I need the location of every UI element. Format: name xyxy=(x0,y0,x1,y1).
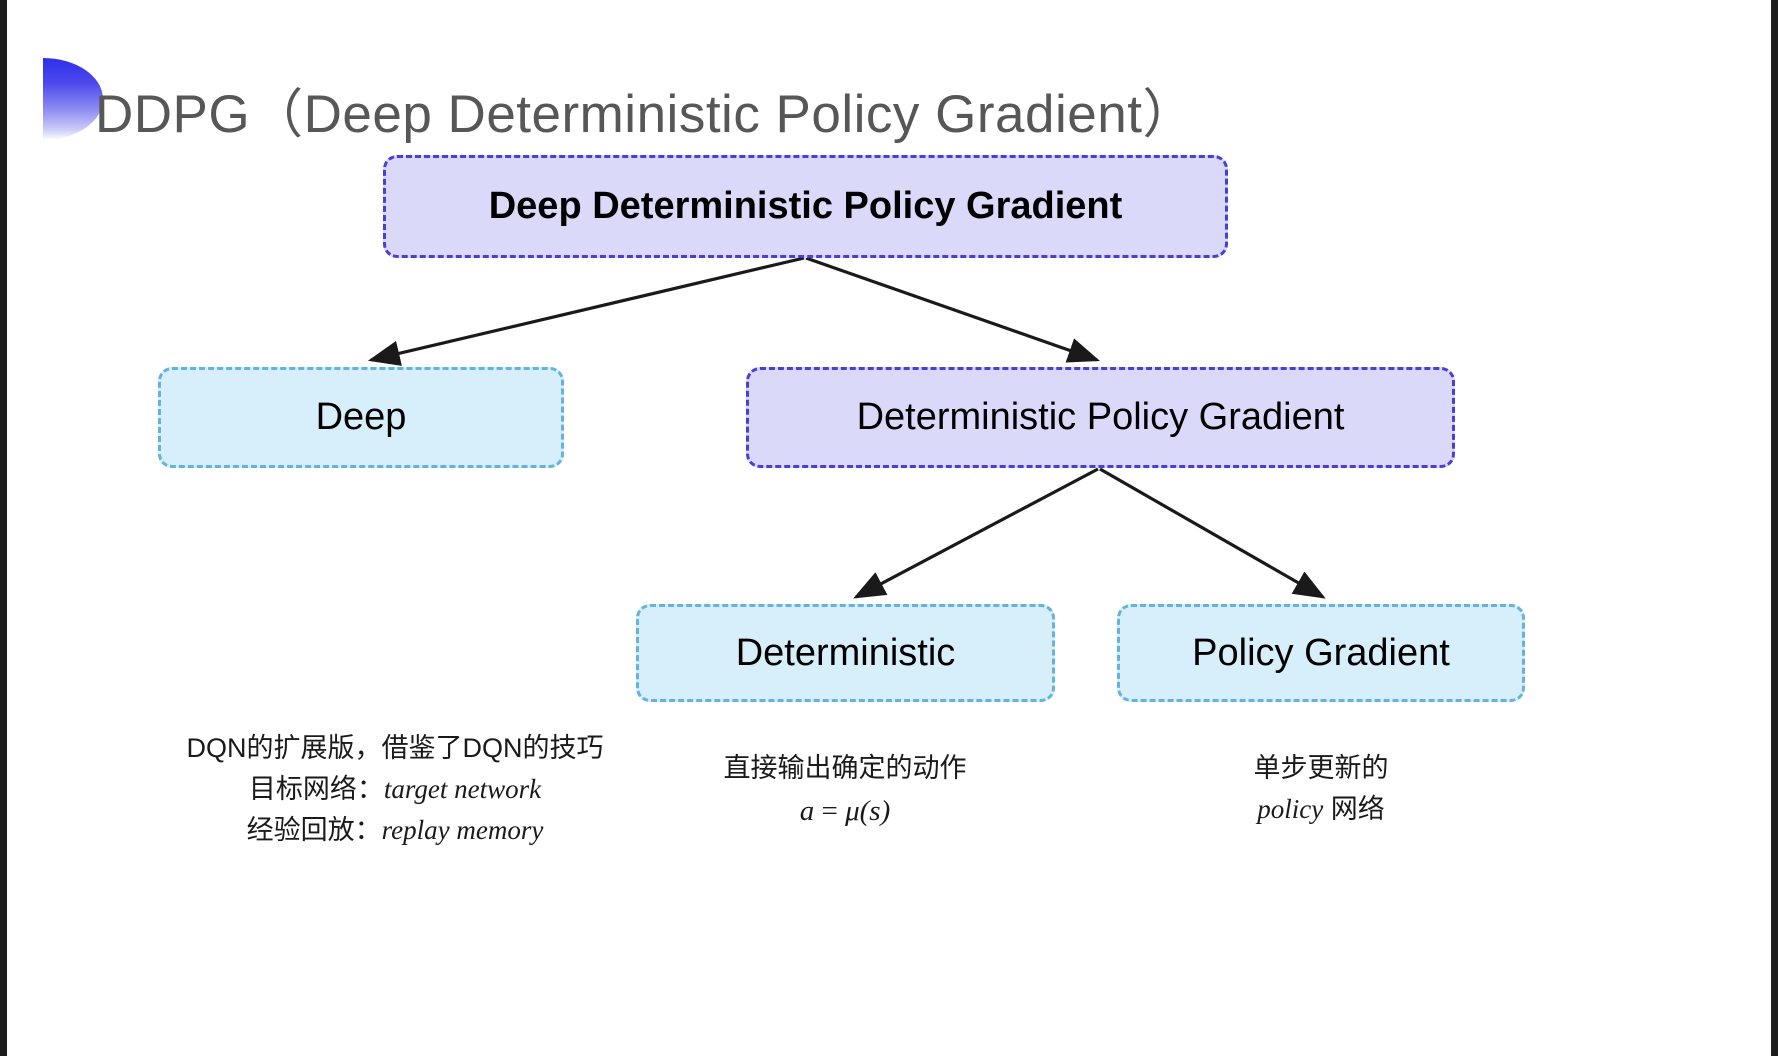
caption-policy-line-1: 单步更新的 xyxy=(1253,753,1389,783)
caption-policy-term: policy xyxy=(1257,794,1324,825)
edge-dpg-to-policy-gradient xyxy=(1099,467,1326,599)
page-title: DDPG（Deep Deterministic Policy Gradient） xyxy=(95,85,1196,144)
node-deterministic[interactable]: Deterministic xyxy=(636,604,1055,702)
formula-operator: = xyxy=(814,795,846,828)
node-deep[interactable]: Deep xyxy=(158,367,564,468)
caption-deep-line-2-term: target network xyxy=(383,774,542,805)
title-decoration-semicircle-icon xyxy=(43,58,103,140)
caption-policy-line-2: policy 网络 xyxy=(1125,789,1517,830)
caption-deep-line-2: 目标网络：target network xyxy=(135,769,655,810)
edge-root-to-deep xyxy=(367,256,805,366)
formula-lhs: a xyxy=(799,795,815,828)
node-deterministic-policy-gradient[interactable]: Deterministic Policy Gradient xyxy=(746,367,1455,468)
caption-deep: DQN的扩展版，借鉴了DQN的技巧 目标网络：target network 经验… xyxy=(135,728,655,851)
caption-policy-suffix: 网络 xyxy=(1323,794,1385,825)
caption-deterministic-line-1: 直接输出确定的动作 xyxy=(723,753,967,783)
formula-rhs: μ(s) xyxy=(845,795,891,828)
node-deep-deterministic-policy-gradient[interactable]: Deep Deterministic Policy Gradient xyxy=(383,155,1228,258)
caption-deep-line-1: DQN的扩展版，借鉴了DQN的技巧 xyxy=(186,733,604,763)
edge-dpg-to-deterministic xyxy=(853,467,1099,599)
node-policy-gradient[interactable]: Policy Gradient xyxy=(1117,604,1525,702)
caption-deterministic-formula: a = μ(s) xyxy=(645,789,1045,833)
caption-deterministic: 直接输出确定的动作 a = μ(s) xyxy=(645,748,1045,833)
caption-policy-gradient: 单步更新的 policy 网络 xyxy=(1125,748,1517,830)
caption-deep-line-2-label: 目标网络： xyxy=(248,774,384,805)
caption-deep-line-3-term: replay memory xyxy=(381,815,544,846)
caption-deep-line-3: 经验回放：replay memory xyxy=(135,810,655,851)
edge-root-to-dpg xyxy=(805,256,1101,363)
caption-deep-line-3-label: 经验回放： xyxy=(246,815,382,846)
